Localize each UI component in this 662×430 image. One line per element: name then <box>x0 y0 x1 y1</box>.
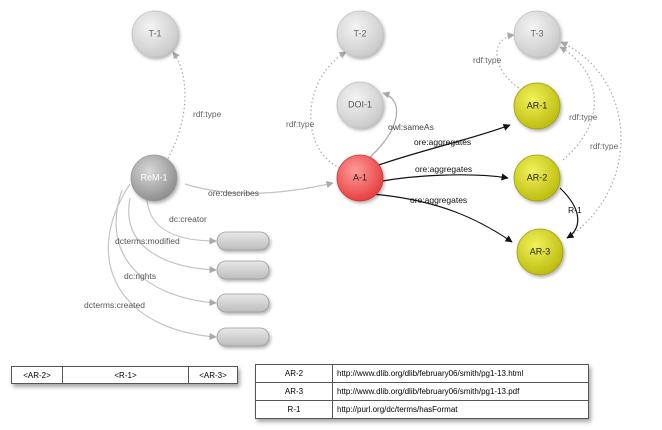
edge-rem1-modified <box>128 197 217 274</box>
node-a1 <box>336 154 384 202</box>
uri-mapping-table: AR-2 http://www.dlib.org/dlib/february06… <box>255 364 589 419</box>
edge-rem1-created <box>107 183 217 341</box>
literal-pill-modified <box>216 260 270 280</box>
node-label-t3: T-3 <box>530 28 543 38</box>
edge-rem1-type-t1 <box>165 51 186 163</box>
table-row: AR-3 http://www.dlib.org/dlib/february06… <box>255 382 589 401</box>
edge-a1-aggregates-ar2 <box>371 173 509 184</box>
label-ar1-rdf-type: rdf:type <box>473 55 502 65</box>
edge-labels: rdf:type rdf:type owl:sameAs rdf:type rd… <box>84 55 619 310</box>
node-label-a1: A-1 <box>353 172 367 182</box>
edge-ar2-r1-ar3 <box>559 187 579 239</box>
edge-rem1-creator <box>146 199 217 245</box>
edge-a1-type-t2 <box>310 51 347 169</box>
node-t1 <box>131 10 179 58</box>
edge-ar3-type-t3 <box>560 41 622 239</box>
node-doi1 <box>336 81 384 129</box>
literal-pill-rights <box>216 293 270 313</box>
node-ar3 <box>516 228 564 276</box>
literal-pill-creator <box>216 231 270 251</box>
label-dc-creator: dc:creator <box>169 214 207 224</box>
label-aggregates-ar3: ore:aggregates <box>410 195 467 205</box>
node-label-t2: T-2 <box>353 28 366 38</box>
label-dcterms-created: dcterms:created <box>84 300 145 310</box>
table-row: AR-2 http://www.dlib.org/dlib/february06… <box>255 364 589 383</box>
table-cell-key: AR-3 <box>255 382 333 401</box>
table-cell-object: <AR-3> <box>188 366 238 384</box>
label-aggregates-ar1: ore:aggregates <box>414 137 471 147</box>
label-owl-sameas: owl:sameAs <box>388 122 434 132</box>
triple-sequence-table: <AR-2> <R-1> <AR-3> <box>11 366 238 384</box>
edge-ar2-type-t3 <box>559 46 595 161</box>
table-cell-uri: http://www.dlib.org/dlib/february06/smit… <box>332 364 589 383</box>
table-row: <AR-2> <R-1> <AR-3> <box>11 366 238 384</box>
node-label-ar3: AR-3 <box>530 246 551 256</box>
table-cell-key: AR-2 <box>255 364 333 383</box>
table-cell-predicate: <R-1> <box>62 366 189 384</box>
label-ar2-rdf-type: rdf:type <box>569 112 598 122</box>
node-label-doi1: DOI-1 <box>348 99 372 109</box>
table-cell-uri: http://www.dlib.org/dlib/february06/smit… <box>332 382 589 401</box>
label-ar3-rdf-type: rdf:type <box>590 141 619 151</box>
node-labels: T-1 T-2 T-3 DOI-1 ReM-1 A-1 AR-1 AR-2 AR… <box>140 28 550 256</box>
node-t3 <box>513 10 561 58</box>
node-label-t1: T-1 <box>148 28 161 38</box>
node-rem1 <box>130 154 178 202</box>
edge-rem1-rights <box>115 189 217 307</box>
nodes <box>130 10 564 276</box>
node-ar1 <box>513 82 561 130</box>
literal-pill-created <box>216 327 270 347</box>
edge-rem1-describes-a1 <box>184 180 334 194</box>
node-ar2 <box>513 154 561 202</box>
label-aggregates-ar2: ore:aggregates <box>415 164 472 174</box>
node-label-ar1: AR-1 <box>527 100 548 110</box>
literal-values <box>216 231 270 347</box>
label-ore-describes: ore:describes <box>208 188 259 198</box>
label-dc-rights: dc:rights <box>124 271 156 281</box>
node-label-ar2: AR-2 <box>527 172 548 182</box>
table-cell-uri: http://purl.org/dc/terms/hasFormat <box>332 400 589 419</box>
edges <box>107 32 622 341</box>
table-row: R-1 http://purl.org/dc/terms/hasFormat <box>255 400 589 419</box>
node-t2 <box>336 10 384 58</box>
edge-a1-sameas-doi1 <box>369 91 398 158</box>
table-cell-key: R-1 <box>255 400 333 419</box>
table-cell-subject: <AR-2> <box>11 366 63 384</box>
edge-a1-aggregates-ar1 <box>369 123 511 169</box>
label-a1-rdf-type: rdf:type <box>286 119 315 129</box>
label-rem1-rdf-type: rdf:type <box>193 109 222 119</box>
label-r1: R-1 <box>568 205 582 215</box>
edge-a1-aggregates-ar3 <box>371 193 513 243</box>
label-dcterms-modified: dcterms:modified <box>115 236 180 246</box>
node-label-rem1: ReM-1 <box>140 172 167 182</box>
